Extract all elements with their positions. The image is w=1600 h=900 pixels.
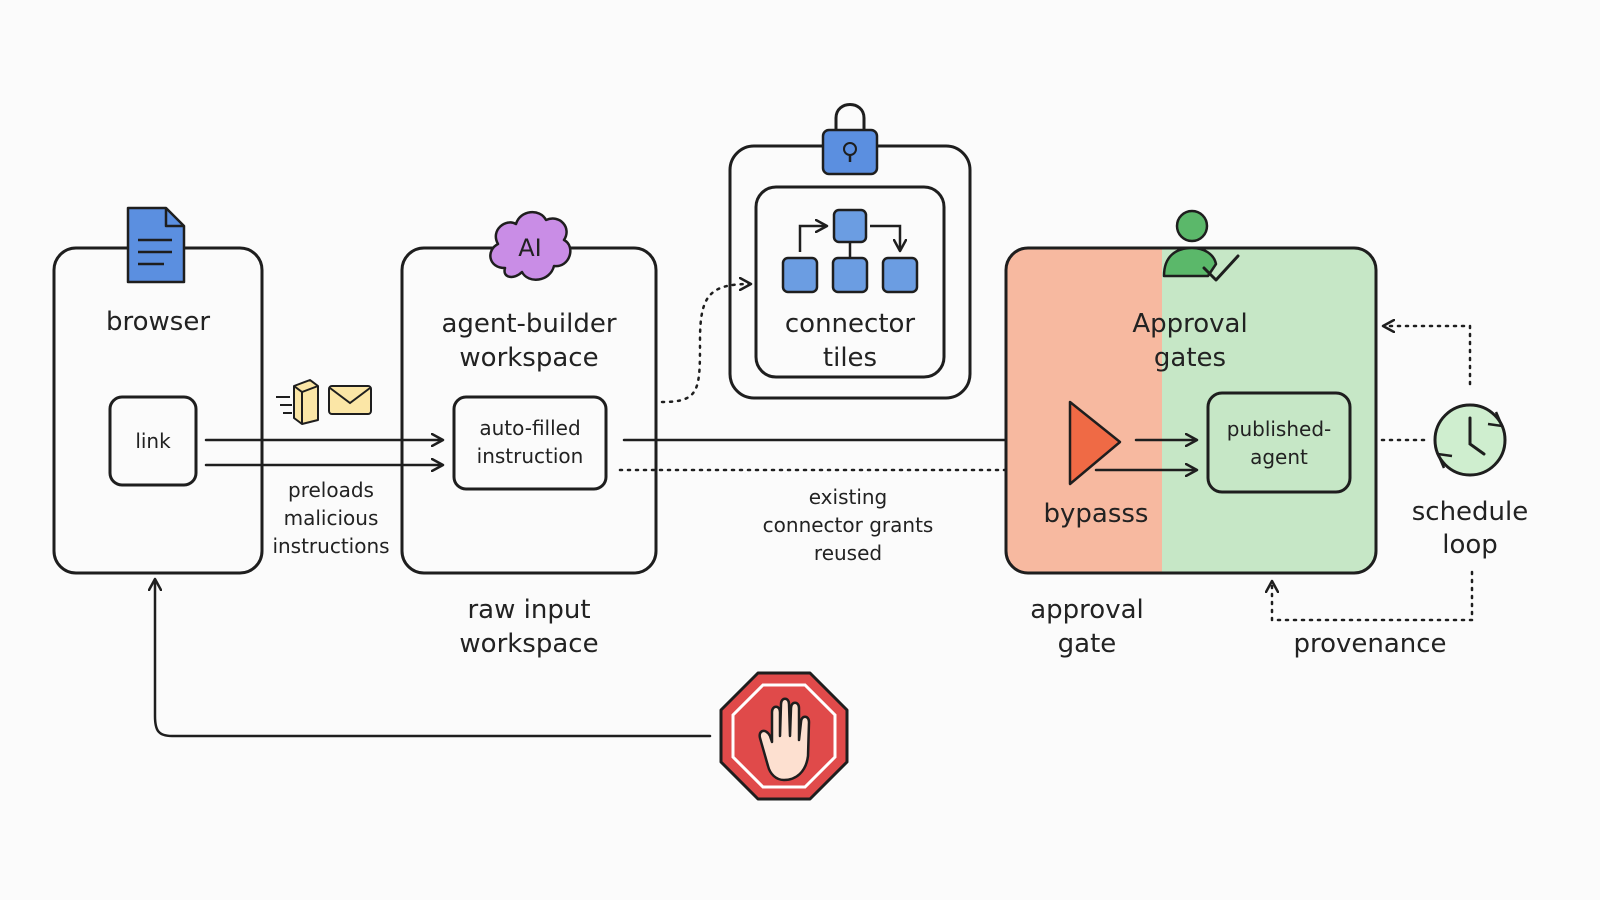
published-agent-node[interactable] [1206,391,1352,494]
instruction-line2: instruction [477,444,584,468]
stop-hand-icon[interactable] [719,671,849,801]
document-icon [126,206,186,284]
browser-node[interactable]: browser link [52,246,264,575]
play-triangle-icon [1068,400,1122,486]
published-line2: agent [1250,445,1308,469]
provenance-label: provenance [1293,629,1446,659]
preloads-line2: malicious [284,506,379,530]
workspace-caption-line1: raw input [467,595,590,625]
preloads-line3: instructions [272,534,389,558]
connector-inner-box [754,185,946,379]
grants-line2: connector grants [763,513,934,537]
published-zone [1162,248,1376,573]
connector-title-line1: connector [785,309,916,339]
link-label: link [135,429,171,453]
workspace-title-line1: agent-builder [441,309,616,339]
approval-node[interactable]: Approval gates bypasss published- agent [1004,246,1378,575]
preloads-line1: preloads [288,478,374,502]
envelope-icon [328,385,372,415]
person-check-icon [1162,209,1240,282]
schedule-to-approval-dotted-arrow [1384,326,1472,386]
provenance-dotted-arrow [1272,570,1474,622]
package-icon [276,379,319,425]
grants-line3: reused [814,541,882,565]
published-line1: published- [1227,417,1332,441]
workspace-caption-line2: workspace [459,629,598,659]
browser-label: browser [106,307,210,337]
ai-badge-label: AI [518,234,542,262]
workspace-title-line2: workspace [459,343,598,373]
flow-tiles-icon [781,208,919,294]
workspace-to-connectors-dotted-arrow [660,284,750,404]
workspace-node[interactable]: agent-builder workspace auto-filled inst… [400,246,658,575]
grants-edge-label: existing connector grants reused [763,485,934,565]
bypass-zone [1006,248,1162,573]
connector-title-line2: tiles [823,343,877,373]
schedule-label-line1: schedule [1412,497,1529,527]
approval-caption-line2: gate [1058,629,1117,659]
stop-to-browser-arrow [155,580,712,738]
approval-title-line1: Approval [1132,309,1247,339]
lock-icon [821,103,879,176]
bypass-label: bypasss [1044,499,1149,529]
approval-caption-line1: approval [1030,595,1144,625]
instruction-line1: auto-filled [479,416,580,440]
grants-line1: existing [809,485,888,509]
browser-box [52,246,264,575]
instruction-node[interactable] [452,395,608,491]
link-node[interactable] [108,395,198,487]
ai-cloud-icon: AI [489,211,572,281]
schedule-label-line2: loop [1442,530,1498,560]
approval-title-line2: gates [1154,343,1226,373]
workspace-box [400,246,658,575]
clock-icon[interactable] [1433,403,1507,477]
preloads-edge-label: preloads malicious instructions [272,478,389,558]
